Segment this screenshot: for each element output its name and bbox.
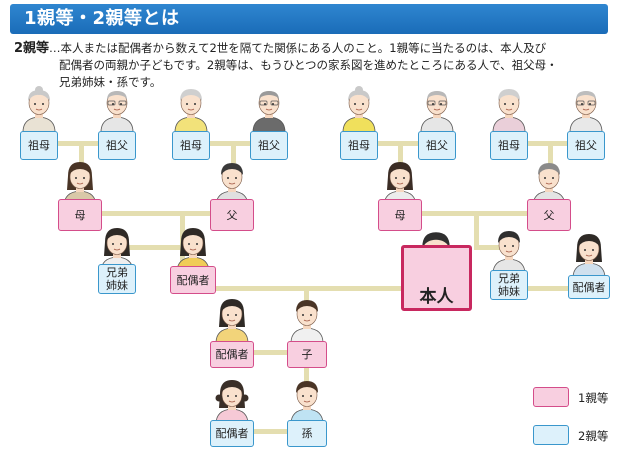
description-term: 2親等 bbox=[14, 41, 50, 56]
line-spouse-parents bbox=[98, 211, 213, 216]
page-title: 1親等・2親等とは bbox=[24, 8, 180, 29]
spouse-maternal-grandfather-illustration bbox=[100, 91, 134, 132]
description-line-1: 2親等…本人または配偶者から数えて2世を隔てた関係にある人のこと。1親等に当たる… bbox=[14, 40, 614, 57]
self-maternal-grandfather-illustration bbox=[420, 91, 454, 132]
line-child-spouse bbox=[250, 350, 290, 355]
description-line-3: 兄弟姉妹・孫です。 bbox=[59, 75, 162, 89]
description-text-1: …本人または配偶者から数えて2世を隔てた関係にある人のこと。1親等に当たるのは、… bbox=[49, 41, 547, 55]
line-self-maternal-grandparents bbox=[363, 141, 439, 146]
self-maternal-grandfather-box: 祖父 bbox=[418, 131, 456, 160]
legend-degree2-swatch bbox=[533, 425, 569, 445]
grandchild-spouse-illustration bbox=[215, 380, 249, 424]
self-father-box: 父 bbox=[527, 199, 571, 231]
self-maternal-grandmother-box: 祖母 bbox=[340, 131, 378, 160]
spouse-illustration bbox=[176, 228, 210, 272]
spouse-father-box: 父 bbox=[210, 199, 254, 231]
spouse-maternal-grandmother-box: 祖母 bbox=[20, 131, 58, 160]
line-self-siblings bbox=[474, 245, 508, 250]
legend-degree1-swatch bbox=[533, 387, 569, 407]
self-paternal-grandfather-box: 祖父 bbox=[567, 131, 605, 160]
self-paternal-grandfather-illustration bbox=[569, 91, 603, 132]
self-paternal-grandmother-box: 祖母 bbox=[490, 131, 528, 160]
self-mother-box: 母 bbox=[378, 199, 422, 231]
line-spouse-paternal-grandparents bbox=[192, 141, 272, 146]
spouse-box: 配偶者 bbox=[170, 266, 216, 294]
line-spouse-siblings bbox=[114, 245, 184, 250]
spouse-paternal-grandmother-illustration bbox=[174, 89, 208, 132]
spouse-maternal-grandmother-illustration bbox=[22, 86, 56, 132]
description: 2親等…本人または配偶者から数えて2世を隔てた関係にある人のこと。1親等に当たる… bbox=[14, 40, 614, 91]
grandchild-box: 孫 bbox=[287, 420, 327, 447]
spouse-paternal-grandfather-illustration bbox=[252, 91, 286, 132]
line-spouse-maternal-grandparents bbox=[44, 141, 120, 146]
sibling-spouse-box: 配偶者 bbox=[568, 275, 610, 299]
line-self-paternal-grandparents bbox=[510, 141, 590, 146]
self-sibling-label-2: 姉妹 bbox=[498, 285, 520, 298]
spouse-sibling-label-2: 姉妹 bbox=[106, 279, 128, 292]
self-father-illustration bbox=[532, 163, 566, 206]
spouse-paternal-grandfather-box: 祖父 bbox=[250, 131, 288, 160]
self-box: 本人 bbox=[401, 245, 472, 311]
line-grandchild-spouse bbox=[250, 429, 290, 434]
line-self-siblings-drop bbox=[474, 211, 479, 247]
title-bar: 1親等・2親等とは bbox=[10, 4, 608, 34]
grandchild-illustration bbox=[290, 381, 324, 424]
line-marriage bbox=[207, 286, 405, 291]
self-sibling-label-1: 兄弟 bbox=[498, 272, 520, 285]
self-sibling-box: 兄弟 姉妹 bbox=[490, 270, 528, 300]
spouse-paternal-grandmother-box: 祖母 bbox=[172, 131, 210, 160]
sibling-spouse-illustration bbox=[572, 234, 606, 278]
spouse-mother-box: 母 bbox=[58, 199, 102, 231]
description-line-2: 配偶者の両親か子どもです。2親等は、もうひとつの家系図を進めたところにある人で、… bbox=[59, 58, 558, 72]
self-sibling-illustration bbox=[492, 231, 526, 274]
child-spouse-illustration bbox=[215, 299, 249, 343]
spouse-sibling-label-1: 兄弟 bbox=[106, 266, 128, 279]
child-illustration bbox=[290, 300, 324, 343]
spouse-maternal-grandfather-box: 祖父 bbox=[98, 131, 136, 160]
legend-degree2-label: 2親等 bbox=[578, 429, 609, 443]
legend-degree1-label: 1親等 bbox=[578, 391, 609, 405]
self-paternal-grandmother-illustration bbox=[492, 89, 526, 132]
spouse-sibling-box: 兄弟 姉妹 bbox=[98, 264, 136, 294]
child-spouse-box: 配偶者 bbox=[210, 341, 254, 368]
line-sibling-spouse bbox=[528, 286, 570, 291]
child-box: 子 bbox=[287, 341, 327, 368]
grandchild-spouse-box: 配偶者 bbox=[210, 420, 254, 447]
self-maternal-grandmother-illustration bbox=[342, 86, 376, 132]
